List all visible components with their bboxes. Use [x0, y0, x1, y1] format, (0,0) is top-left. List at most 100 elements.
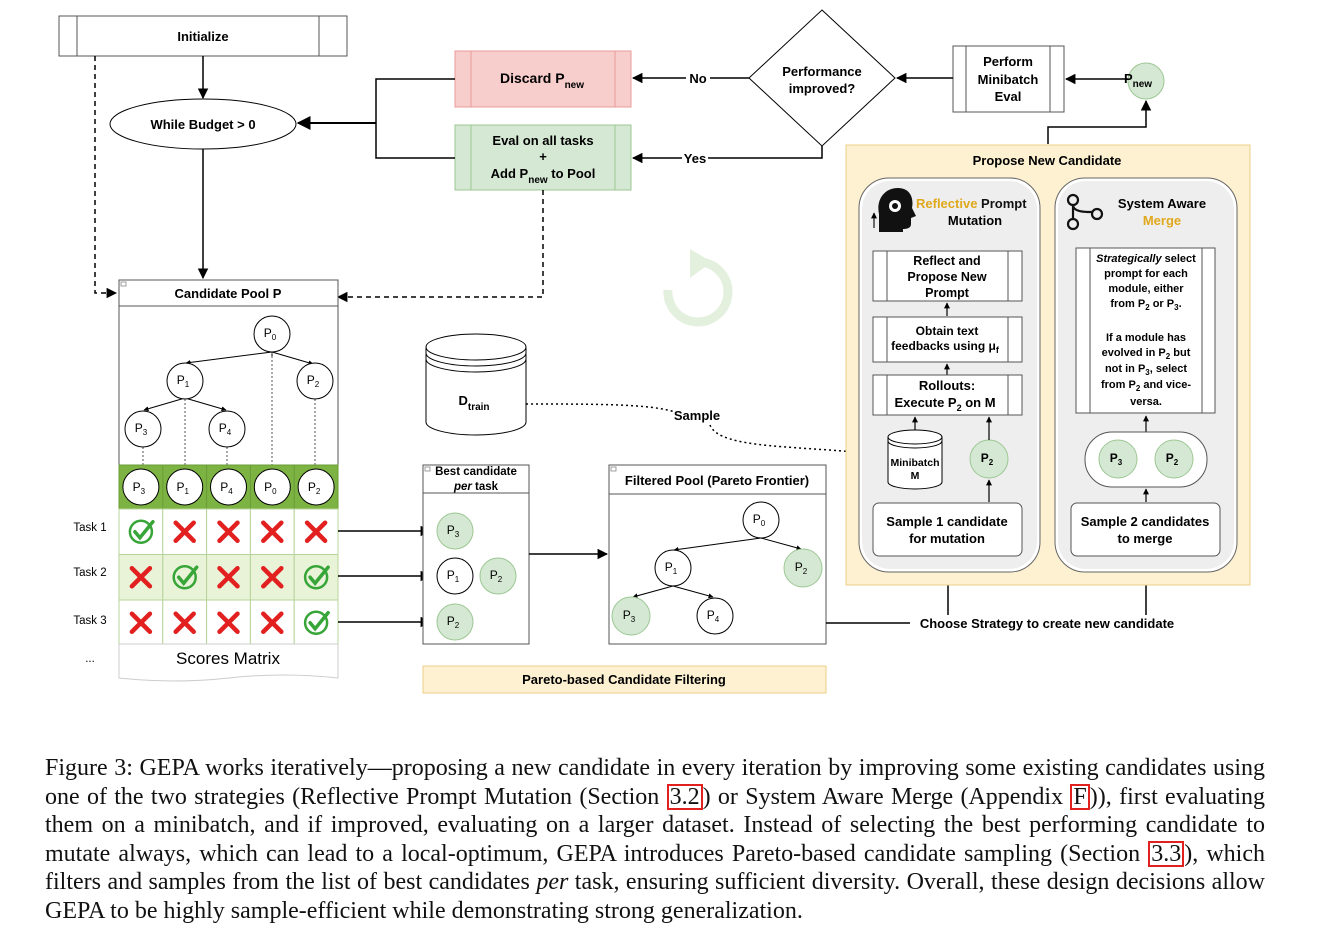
- ref-section-3-2[interactable]: 3.2: [666, 783, 703, 810]
- svg-text:for mutation: for mutation: [909, 531, 985, 546]
- cross-icon: [173, 611, 196, 634]
- sample-2-candidates-step: Sample 2 candidates to merge: [1070, 502, 1221, 557]
- pool-node-p2: P2: [296, 362, 334, 400]
- no-label: No: [689, 71, 706, 86]
- pareto-filtering-label: Pareto-based Candidate Filtering: [522, 672, 726, 687]
- check-icon: [303, 610, 330, 635]
- arrow-init-to-pool-dashed: [94, 56, 118, 299]
- svg-text:evolved in P2 but: evolved in P2 but: [1102, 347, 1191, 361]
- svg-text:P3: P3: [1110, 451, 1123, 467]
- scores-cell: [293, 599, 339, 646]
- pnew-node: Pnew: [1124, 62, 1165, 100]
- sample-label: Sample: [674, 408, 720, 423]
- initialize-node: Initialize: [58, 15, 348, 57]
- svg-text:P4: P4: [707, 608, 720, 624]
- scores-cell: [206, 554, 251, 601]
- svg-text:from P2 or P3.: from P2 or P3.: [1110, 298, 1181, 312]
- dtrain-sample-dotted-1: [525, 403, 676, 413]
- ref-section-3-3[interactable]: 3.3: [1148, 840, 1185, 867]
- minibatch-line3: Eval: [995, 89, 1022, 104]
- svg-text:P1: P1: [665, 560, 678, 576]
- svg-text:P0: P0: [264, 326, 277, 342]
- svg-text:prompt for each: prompt for each: [1104, 268, 1188, 280]
- dtrain-database: Dtrain: [425, 333, 527, 436]
- svg-text:P1: P1: [447, 568, 460, 584]
- initialize-label: Initialize: [177, 29, 228, 44]
- cross-icon: [129, 566, 153, 589]
- obtain-feedback-step: Obtain text feedbacks using μf: [872, 316, 1023, 363]
- filtered-node-p1: P1: [654, 549, 692, 587]
- svg-text:P3: P3: [135, 421, 148, 437]
- svg-text:to merge: to merge: [1118, 531, 1173, 546]
- scores-matrix-label: Scores Matrix: [176, 649, 280, 668]
- check-icon: [128, 519, 155, 544]
- minibatch-line1: Perform: [983, 54, 1033, 69]
- filtered-node-p4: P4: [696, 597, 734, 635]
- svg-text:versa.: versa.: [1130, 396, 1162, 408]
- scores-header-node: P0: [253, 468, 291, 506]
- svg-text:P0: P0: [753, 512, 766, 528]
- pareto-filtering-banner: [422, 665, 827, 694]
- performance-line1: Performance: [782, 64, 861, 79]
- choose-strategy-label: Choose Strategy to create new candidate: [920, 616, 1174, 631]
- filtered-node-p3: P3: [611, 596, 651, 636]
- best-t2-p1: P1: [436, 557, 474, 595]
- yes-label: Yes: [684, 151, 706, 166]
- svg-text:If a module has: If a module has: [1106, 332, 1186, 344]
- filtered-pool-title: Filtered Pool (Pareto Frontier): [625, 473, 809, 488]
- iteration-cycle-icon: [663, 249, 733, 327]
- arrow-eval-to-pool-dashed: [336, 190, 544, 303]
- svg-text:Sample 2 candidates: Sample 2 candidates: [1081, 514, 1210, 529]
- reflect-propose-step: Reflect and Propose New Prompt: [872, 250, 1023, 302]
- rollouts-step: Rollouts: Execute P2 on M: [872, 374, 1023, 416]
- pool-node-p3: P3: [124, 410, 162, 448]
- eval-all-line2: +: [539, 149, 547, 164]
- while-budget-node: While Budget > 0: [109, 98, 297, 150]
- scores-header-node: P1: [166, 468, 204, 506]
- scores-cell: [293, 554, 339, 601]
- svg-text:Propose New: Propose New: [907, 270, 986, 284]
- filtered-node-p0: P0: [742, 501, 780, 539]
- svg-text:P2: P2: [981, 451, 994, 467]
- dtrain-label: Dtrain: [458, 393, 489, 413]
- svg-text:not in P3, select: not in P3, select: [1105, 363, 1187, 377]
- best-t3-p2: P2: [436, 603, 474, 641]
- scores-cell: [162, 554, 208, 601]
- pool-node-p0: P0: [253, 315, 291, 353]
- svg-text:Prompt: Prompt: [925, 286, 970, 300]
- cross-icon: [217, 611, 240, 634]
- gepa-diagram: Initialize While Budget > 0 Discard Pnew…: [58, 9, 1251, 694]
- svg-text:Sample 1 candidate: Sample 1 candidate: [886, 514, 1007, 529]
- check-icon: [172, 565, 199, 590]
- svg-text:P2: P2: [307, 373, 320, 389]
- mutation-title-2: Mutation: [948, 213, 1002, 228]
- task-label: Task 2: [73, 567, 106, 579]
- best-t1-p3: P3: [436, 512, 474, 550]
- svg-text:P3: P3: [623, 608, 636, 624]
- merge-strategy-text: Strategically select prompt for each mod…: [1075, 247, 1216, 414]
- merge-p2-node: P2: [1154, 439, 1194, 479]
- figure-caption: Figure 3: GEPA works iteratively—proposi…: [45, 755, 1266, 924]
- merge-p3-node: P3: [1098, 439, 1138, 479]
- ref-appendix-f[interactable]: F: [1070, 783, 1090, 810]
- svg-text:P3: P3: [447, 523, 460, 539]
- cross-icon: [261, 520, 284, 543]
- propose-new-title: Propose New Candidate: [973, 153, 1122, 168]
- best-candidate-title-1: Best candidate: [435, 466, 517, 478]
- candidate-pool-title: Candidate Pool P: [175, 286, 282, 301]
- svg-text:P1: P1: [176, 480, 189, 496]
- svg-text:P4: P4: [219, 421, 232, 437]
- scores-cell: [118, 508, 164, 555]
- svg-text:P2: P2: [490, 568, 503, 584]
- svg-text:Minibatch: Minibatch: [891, 457, 940, 469]
- svg-text:P2: P2: [308, 480, 321, 496]
- task-label: Task 1: [73, 522, 106, 534]
- no-label-bg: [686, 71, 710, 85]
- scores-header-node: P4: [210, 468, 247, 506]
- cross-icon: [261, 611, 284, 634]
- scores-header-node: P3: [122, 468, 160, 506]
- scores-matrix-footer: [118, 643, 339, 682]
- svg-text:Strategically select: Strategically select: [1096, 253, 1196, 265]
- pool-node-p4: P4: [208, 410, 246, 448]
